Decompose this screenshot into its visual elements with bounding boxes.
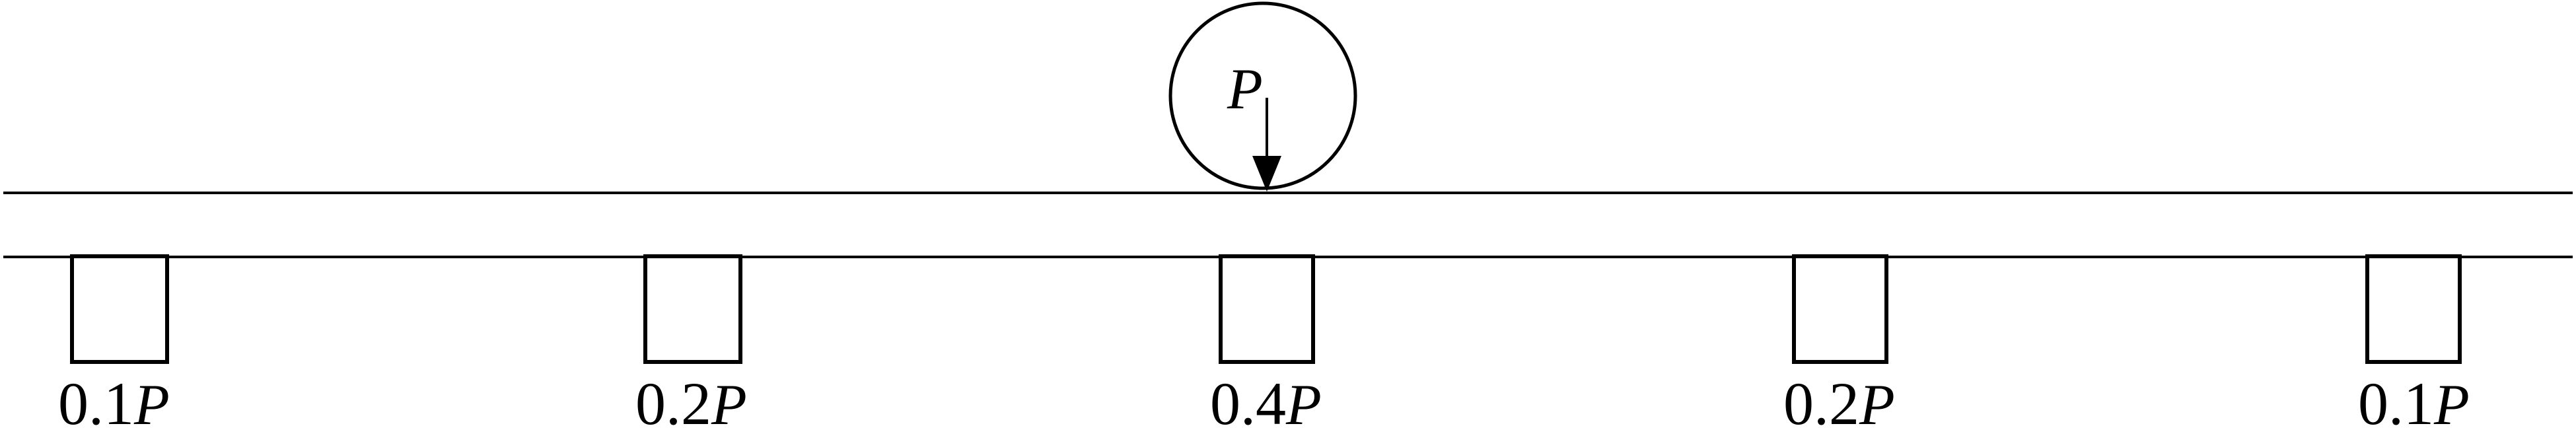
support-blocks bbox=[70, 254, 2462, 364]
reaction-symbol-3: P bbox=[1285, 373, 1322, 428]
wheel-circle bbox=[1168, 1, 1357, 190]
reaction-coefficient-2: 0.2 bbox=[635, 370, 711, 428]
reaction-symbol-1: P bbox=[133, 373, 170, 428]
support-block-5 bbox=[2365, 254, 2462, 364]
support-block-4 bbox=[1792, 254, 1888, 364]
support-block-1 bbox=[70, 254, 169, 364]
reaction-coefficient-5: 0.1 bbox=[2358, 370, 2434, 428]
reaction-label-1: 0.1P bbox=[58, 370, 170, 428]
reaction-coefficient-3: 0.4 bbox=[1210, 370, 1286, 428]
reaction-label-3: 0.4P bbox=[1210, 370, 1322, 428]
reaction-symbol-2: P bbox=[711, 373, 747, 428]
reaction-labels: 0.1P 0.2P 0.4P 0.2P 0.1P bbox=[58, 370, 2470, 428]
reaction-label-4: 0.2P bbox=[1783, 370, 1895, 428]
wheel-group: P bbox=[1168, 1, 1357, 192]
reaction-coefficient-4: 0.2 bbox=[1783, 370, 1859, 428]
support-block-3 bbox=[1219, 254, 1315, 364]
reaction-symbol-5: P bbox=[2433, 373, 2470, 428]
reaction-coefficient-1: 0.1 bbox=[58, 370, 134, 428]
load-arrow-head bbox=[1252, 156, 1281, 192]
reaction-label-5: 0.1P bbox=[2358, 370, 2470, 428]
reaction-symbol-4: P bbox=[1859, 373, 1895, 428]
load-label: P bbox=[1227, 57, 1263, 122]
support-block-2 bbox=[643, 254, 742, 364]
reaction-label-2: 0.2P bbox=[635, 370, 747, 428]
